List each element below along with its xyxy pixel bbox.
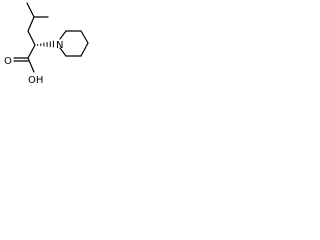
oxygen-label: O <box>4 56 12 67</box>
bond-methyl-left <box>26 2 35 18</box>
isobutyl-chain <box>26 2 49 46</box>
bond-ch2-alpha <box>27 30 36 46</box>
bond-ch-ch2 <box>27 16 35 32</box>
bond-alpha-carbonyl <box>27 44 36 59</box>
carboxylic-acid <box>13 44 36 73</box>
ring-bond-c6-n <box>59 47 67 57</box>
bond-carbonyl-hydroxyl <box>27 57 35 73</box>
hydroxyl-label: OH <box>28 75 43 86</box>
ring-bond-c4-c5 <box>80 42 89 57</box>
ring-bond-n-c2 <box>59 30 67 40</box>
nitrogen-label: N <box>56 40 63 51</box>
piperidine-ring <box>59 30 89 57</box>
ring-bond-c3-c4 <box>80 30 89 44</box>
stereo-hash-bond <box>37 40 54 48</box>
chemical-structure: N O OH <box>4 2 89 86</box>
